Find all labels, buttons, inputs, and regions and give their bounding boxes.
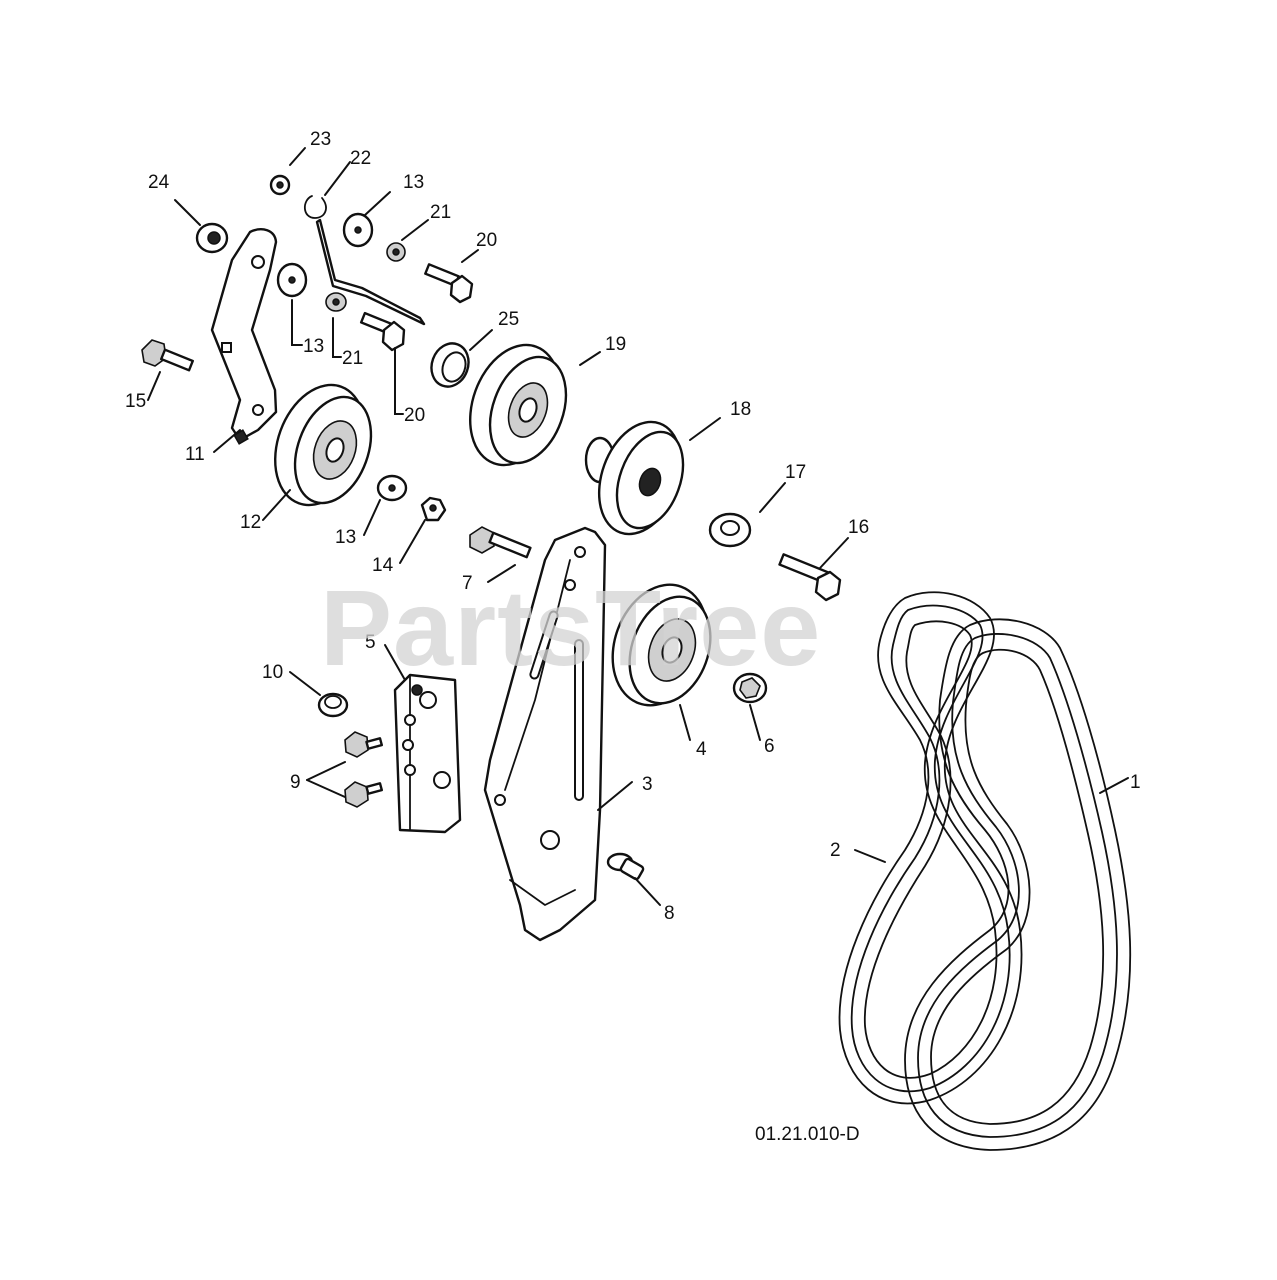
- pulley-4[interactable]: [597, 571, 725, 718]
- callout-12: 12: [240, 512, 261, 533]
- bolt-20-top[interactable]: [424, 263, 474, 304]
- callout-6: 6: [764, 736, 775, 757]
- callout-13-lower: 13: [335, 527, 356, 548]
- bolt-9a[interactable]: [344, 731, 383, 758]
- nut-21-lower[interactable]: [325, 292, 347, 312]
- callout-20-lower: 20: [404, 405, 425, 426]
- washer-13-top[interactable]: [342, 212, 374, 248]
- callout-2: 2: [830, 840, 841, 861]
- spacer-17[interactable]: [708, 512, 752, 548]
- callout-20-top: 20: [476, 230, 497, 251]
- nut-10[interactable]: [317, 692, 349, 718]
- callout-21-top: 21: [430, 202, 451, 223]
- belt-1[interactable]: [904, 618, 1132, 1151]
- callout-25: 25: [498, 309, 519, 330]
- callout-1: 1: [1130, 772, 1141, 793]
- callout-11: 11: [185, 444, 205, 465]
- callout-9: 9: [290, 772, 301, 793]
- callout-19: 19: [605, 334, 626, 355]
- bracket-3[interactable]: [483, 526, 607, 942]
- arm-11[interactable]: [210, 228, 278, 445]
- callout-13-middle: 13: [303, 336, 324, 357]
- link-rod-22[interactable]: [303, 195, 426, 326]
- callout-23: 23: [310, 129, 331, 150]
- callout-14: 14: [372, 555, 394, 576]
- drawing-number: 01.21.010-D: [755, 1124, 860, 1145]
- callout-21-lower: 21: [342, 348, 363, 369]
- callout-13-top: 13: [403, 172, 424, 193]
- leader-lines: [147, 147, 1129, 906]
- pulley-18[interactable]: [584, 411, 695, 546]
- callout-4: 4: [696, 739, 707, 760]
- callout-18: 18: [730, 399, 751, 420]
- belt-2[interactable]: [838, 591, 1023, 1105]
- watermark: PartsTree: [320, 567, 821, 688]
- callout-3: 3: [642, 774, 653, 795]
- bolt-9b[interactable]: [344, 781, 383, 808]
- callout-15: 15: [125, 391, 146, 412]
- callout-8: 8: [664, 903, 675, 924]
- nut-21-top[interactable]: [386, 242, 406, 262]
- washer-13-middle[interactable]: [276, 262, 308, 298]
- washer-24[interactable]: [195, 222, 229, 254]
- callout-5: 5: [365, 632, 376, 653]
- pulley-12[interactable]: [259, 372, 384, 517]
- nut-14[interactable]: [420, 496, 447, 522]
- callout-17: 17: [785, 462, 806, 483]
- washer-23[interactable]: [269, 174, 291, 196]
- callout-labels: 1 2 3 4 5 6 7 8 9 10 11 12 13 13 13 14 1…: [125, 129, 1141, 924]
- bolt-20-lower[interactable]: [359, 311, 406, 352]
- bolt-16[interactable]: [778, 553, 842, 602]
- plate-5[interactable]: [393, 673, 462, 834]
- bolt-8[interactable]: [606, 852, 645, 881]
- pulley-19[interactable]: [454, 332, 579, 477]
- bolt-7[interactable]: [469, 526, 532, 559]
- bolt-15[interactable]: [141, 339, 194, 372]
- nut-6[interactable]: [732, 672, 768, 704]
- callout-16: 16: [848, 517, 869, 538]
- spacer-25[interactable]: [426, 338, 475, 392]
- callout-22: 22: [350, 148, 371, 169]
- washer-13-lower[interactable]: [376, 474, 408, 502]
- callout-10: 10: [262, 662, 283, 683]
- callout-24: 24: [148, 172, 170, 193]
- callout-7: 7: [462, 573, 473, 594]
